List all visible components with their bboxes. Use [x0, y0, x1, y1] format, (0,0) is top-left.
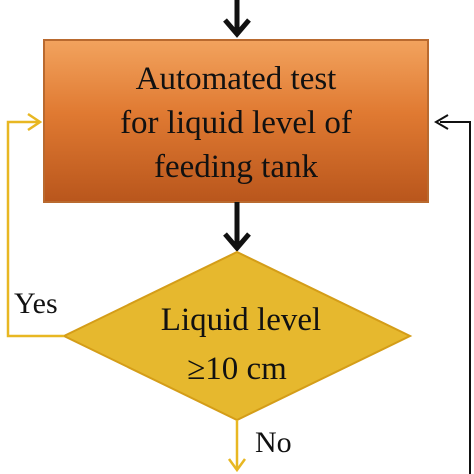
process-box-automated-test: Automated test for liquid level of feedi… [43, 39, 429, 203]
process-box-line-2: for liquid level of [120, 105, 352, 141]
no-label: No [255, 426, 292, 459]
return-loop-arrow [434, 114, 471, 474]
decision-line-2: ≥10 cm [187, 351, 287, 387]
arrow-box-to-decision [223, 202, 251, 252]
process-box-line-1: Automated test [136, 61, 337, 97]
decision-line-1: Liquid level [161, 302, 321, 338]
decision-diamond-liquid-level: Liquid level ≥10 cm [61, 250, 413, 422]
yes-loop-arrow: Yes [6, 112, 64, 338]
process-box-line-3: feeding tank [154, 149, 319, 185]
no-arrow: No [227, 420, 292, 473]
incoming-arrow [223, 0, 251, 38]
yes-label: Yes [14, 287, 58, 320]
